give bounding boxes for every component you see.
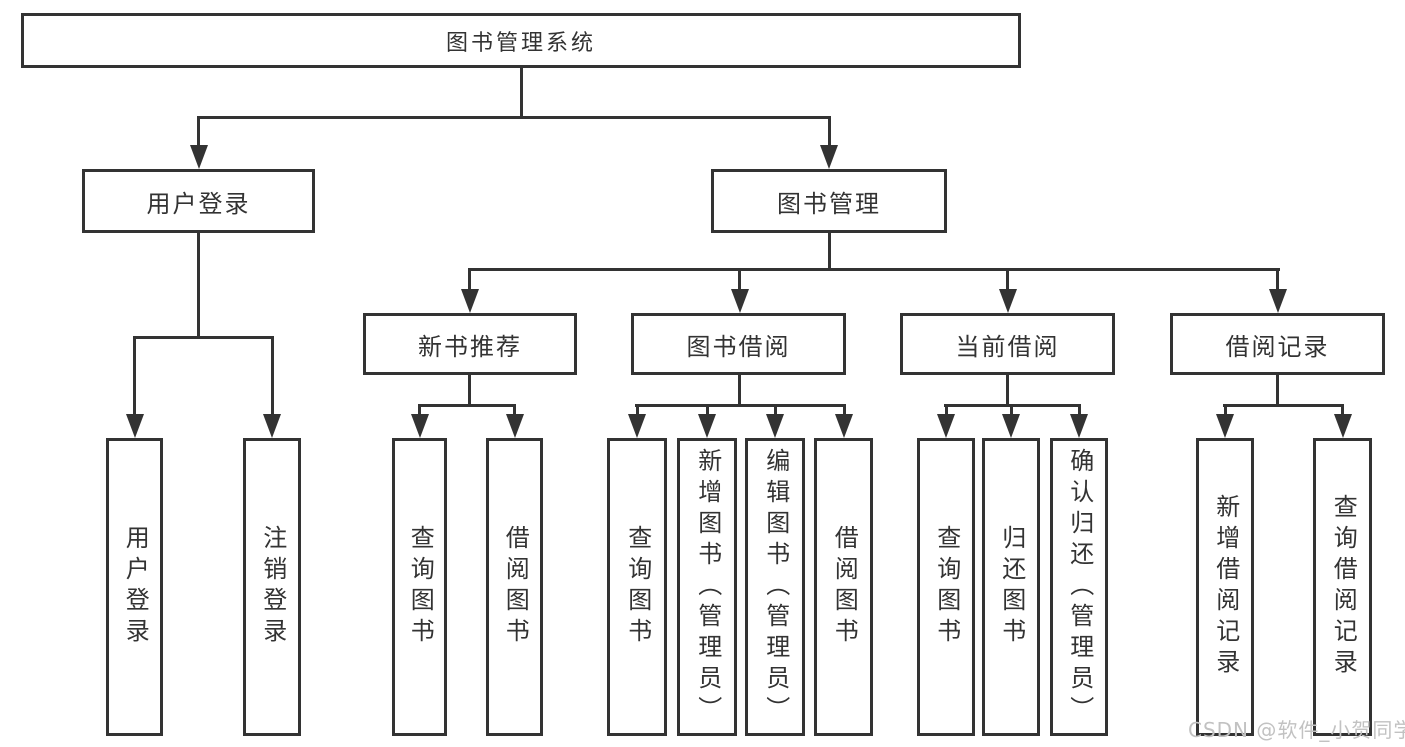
- connector-drop-nb-query: [418, 404, 421, 414]
- node-book-management: 图书管理: [711, 169, 947, 233]
- connector-borrowrecords-rail: [1223, 404, 1344, 407]
- leaf-bb-query-books: 查询图书: [607, 438, 667, 736]
- arrowhead-cb-return: [1002, 414, 1020, 438]
- leaf-br-query-record: 查询借阅记录: [1313, 438, 1372, 736]
- connector-drop-bb-edit: [774, 404, 777, 414]
- leaf-cb-query-books: 查询图书: [917, 438, 975, 736]
- arrowhead-br-add: [1216, 414, 1234, 438]
- leaf-bb-add-books-admin: 新增图书（管理员）: [677, 438, 737, 736]
- arrowhead-bb-edit: [766, 414, 784, 438]
- arrowhead-new-books: [461, 289, 479, 313]
- connector-root-rail: [197, 116, 831, 119]
- leaf-bb-add-books-admin-label: 新增图书（管理员）: [693, 447, 722, 727]
- arrowhead-br-query: [1334, 414, 1352, 438]
- leaf-bb-edit-books-admin-label: 编辑图书（管理员）: [761, 447, 790, 727]
- connector-drop-br-add: [1224, 404, 1227, 414]
- arrowhead-bb-add: [698, 414, 716, 438]
- connector-drop-cb-return: [1010, 404, 1013, 414]
- arrowhead-bb-borrow: [835, 414, 853, 438]
- connector-drop-user-login: [197, 116, 200, 145]
- connector-userlogin-stem: [197, 233, 200, 336]
- node-new-book-recommend: 新书推荐: [363, 313, 577, 375]
- arrowhead-nb-query: [411, 414, 429, 438]
- connector-drop-new-books: [468, 268, 471, 289]
- arrowhead-cb-query: [937, 414, 955, 438]
- node-book-borrowing: 图书借阅: [631, 313, 846, 375]
- leaf-bb-borrow-books-label: 借阅图书: [830, 525, 859, 649]
- arrowhead-borrow-records: [1269, 289, 1287, 313]
- arrowhead-book-borrow: [731, 289, 749, 313]
- leaf-bb-edit-books-admin: 编辑图书（管理员）: [745, 438, 805, 736]
- connector-drop-book-mgmt: [828, 116, 831, 145]
- leaf-logout-label: 注销登录: [258, 525, 287, 649]
- arrowhead-user-login: [190, 145, 208, 169]
- leaf-cb-query-books-label: 查询图书: [932, 525, 961, 649]
- connector-drop-bb-borrow: [843, 404, 846, 414]
- leaf-br-add-record-label: 新增借阅记录: [1211, 494, 1240, 680]
- leaf-nb-query-books: 查询图书: [392, 438, 447, 736]
- arrowhead-bb-query: [628, 414, 646, 438]
- connector-drop-nb-borrow: [513, 404, 516, 414]
- node-library-management-system: 图书管理系统: [21, 13, 1021, 68]
- leaf-nb-query-books-label: 查询图书: [406, 525, 435, 649]
- connector-currentborrow-stem: [1006, 375, 1009, 404]
- connector-bookborrow-stem: [738, 375, 741, 404]
- connector-drop-br-query: [1341, 404, 1344, 414]
- arrowhead-leaf-logout: [263, 414, 281, 438]
- connector-bookmgmt-rail: [468, 268, 1280, 271]
- connector-borrowrecords-stem: [1276, 375, 1279, 404]
- leaf-cb-return-books: 归还图书: [982, 438, 1040, 736]
- leaf-nb-borrow-books-label: 借阅图书: [501, 525, 530, 649]
- leaf-cb-confirm-return-admin: 确认归还（管理员）: [1050, 438, 1108, 736]
- connector-bookborrow-rail: [635, 404, 846, 407]
- leaf-bb-borrow-books: 借阅图书: [814, 438, 873, 736]
- connector-drop-borrow-records: [1276, 268, 1279, 289]
- node-current-borrowing: 当前借阅: [900, 313, 1115, 375]
- connector-newbooks-rail: [418, 404, 516, 407]
- node-borrowing-records: 借阅记录: [1170, 313, 1385, 375]
- connector-root-stem: [520, 68, 523, 119]
- leaf-cb-confirm-return-admin-label: 确认归还（管理员）: [1065, 447, 1094, 727]
- connector-drop-book-borrow: [738, 268, 741, 289]
- connector-bookmgmt-stem: [828, 233, 831, 271]
- arrowhead-book-mgmt: [820, 145, 838, 169]
- leaf-logout: 注销登录: [243, 438, 301, 736]
- leaf-br-add-record: 新增借阅记录: [1196, 438, 1254, 736]
- arrowhead-current-borrow: [999, 289, 1017, 313]
- connector-userlogin-rail: [133, 336, 274, 339]
- connector-drop-bb-add: [706, 404, 709, 414]
- leaf-user-login-label: 用户登录: [121, 525, 150, 649]
- connector-newbooks-stem: [468, 375, 471, 404]
- connector-drop-bb-query: [636, 404, 639, 414]
- leaf-br-query-record-label: 查询借阅记录: [1329, 494, 1358, 680]
- leaf-cb-return-books-label: 归还图书: [997, 525, 1026, 649]
- leaf-nb-borrow-books: 借阅图书: [486, 438, 543, 736]
- connector-drop-leaf-logout: [271, 336, 274, 414]
- arrowhead-nb-borrow: [506, 414, 524, 438]
- arrowhead-cb-confirm: [1070, 414, 1088, 438]
- connector-drop-cb-confirm: [1078, 404, 1081, 414]
- connector-drop-cb-query: [945, 404, 948, 414]
- node-user-login: 用户登录: [82, 169, 315, 233]
- leaf-user-login: 用户登录: [106, 438, 163, 736]
- csdn-watermark: CSDN @软件_小贺同学: [1188, 718, 1405, 742]
- connector-drop-leaf-login: [133, 336, 136, 414]
- arrowhead-leaf-login: [126, 414, 144, 438]
- connector-drop-current-borrow: [1006, 268, 1009, 289]
- leaf-bb-query-books-label: 查询图书: [623, 525, 652, 649]
